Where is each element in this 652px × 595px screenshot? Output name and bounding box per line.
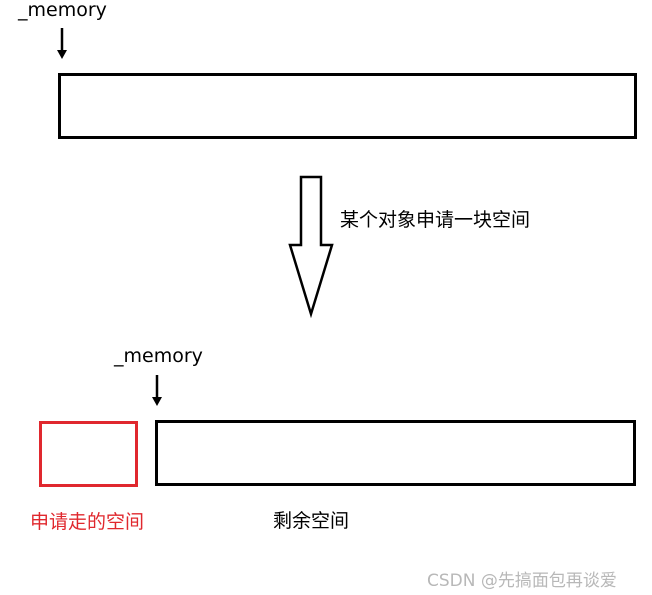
bottom-pointer-arrow xyxy=(152,375,162,406)
allocated-space-label: 申请走的空间 xyxy=(30,511,145,533)
remaining-space-block xyxy=(155,420,636,486)
allocated-space-block xyxy=(39,421,138,487)
top-pointer-arrow xyxy=(57,28,67,59)
top-memory-pointer-label: _memory xyxy=(18,0,107,21)
watermark: CSDN @先搞面包再谈爱 xyxy=(427,571,617,591)
top-memory-block xyxy=(58,73,637,139)
bottom-memory-pointer-label: _memory xyxy=(114,345,203,367)
remaining-space-label: 剩余空间 xyxy=(273,510,350,532)
transition-caption: 某个对象申请一块空间 xyxy=(340,209,531,231)
